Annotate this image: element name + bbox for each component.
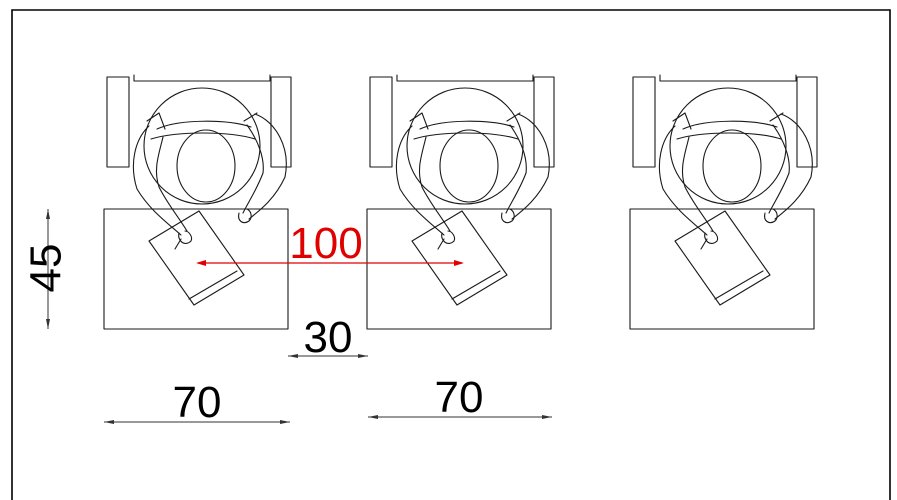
desk1-width-dimension: 70: [104, 378, 290, 427]
desk-height-dimension: 45: [22, 209, 71, 329]
workstation-3: [629, 74, 818, 330]
desk1-width-label: 70: [173, 378, 222, 427]
center-spacing-dimension: 100: [196, 219, 464, 268]
gap-label: 30: [304, 313, 353, 362]
workstation-2: [366, 74, 555, 330]
gap-dimension: 30: [288, 313, 368, 362]
desk2-width-label: 70: [435, 373, 484, 422]
drawing-frame: [11, 9, 891, 500]
desk-height-label: 45: [22, 244, 71, 293]
workstation-1: [103, 74, 292, 330]
desk2-width-dimension: 70: [368, 373, 552, 422]
center-spacing-label: 100: [289, 219, 362, 268]
